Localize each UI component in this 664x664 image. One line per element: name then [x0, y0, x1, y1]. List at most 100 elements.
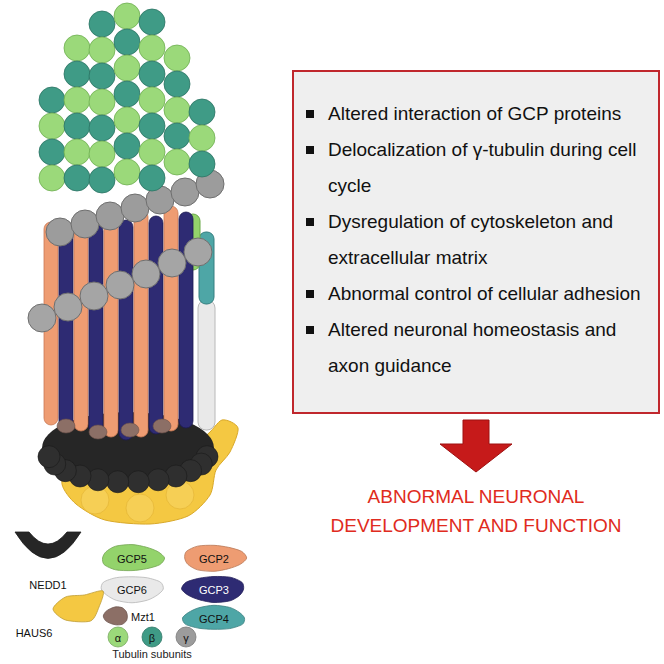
gamma-tubulin-sphere — [96, 202, 124, 230]
bullet-item: Altered interaction of GCP proteins — [328, 96, 650, 132]
alpha-tubulin-sphere — [89, 37, 115, 63]
gamma-tubulin-sphere — [46, 218, 74, 246]
label-box: ABNORMAL NEURONAL DEVELOPMENT AND FUNCTI… — [311, 482, 641, 540]
gamma-tubulin-sphere — [71, 210, 99, 238]
alpha-tubulin-sphere — [189, 125, 215, 151]
beta-tubulin-sphere — [114, 81, 140, 107]
gcp2-bar — [74, 218, 88, 431]
legend-item: GCP6 — [117, 580, 147, 598]
alpha-tubulin-sphere — [39, 113, 65, 139]
legend-swatch — [142, 627, 162, 647]
alpha-tubulin-sphere — [164, 149, 190, 175]
legend-swatch — [182, 576, 244, 602]
nedd1-texture — [147, 469, 169, 491]
alpha-tubulin-sphere — [64, 87, 90, 113]
beta-tubulin-sphere — [139, 113, 165, 139]
alpha-tubulin-sphere — [89, 141, 115, 167]
legend-item: γ — [183, 628, 189, 646]
gcp2-bar — [134, 210, 148, 437]
alpha-tubulin-sphere — [89, 89, 115, 115]
gamma-tubulin-sphere — [106, 271, 134, 299]
gcp3-bar — [149, 216, 163, 434]
nedd1-texture — [107, 471, 129, 493]
bullet-text: Altered neuronal homeostasis and axon gu… — [328, 312, 650, 384]
bullet-text: Altered interaction of GCP proteins — [328, 96, 650, 132]
legend-swatch — [103, 607, 127, 625]
nedd1-texture — [127, 471, 149, 493]
legend-swatch — [108, 627, 128, 647]
gamma-tubulin-sphere — [132, 260, 160, 288]
legend-item: GCP2 — [199, 549, 229, 567]
gamma-tubulin-sphere — [171, 178, 199, 206]
bullet-item: Dysregulation of cytoskeleton and extrac… — [328, 204, 650, 276]
beta-tubulin-sphere — [114, 133, 140, 159]
gamma-tubulin-sphere — [158, 249, 186, 277]
legend-text: GCP6 — [117, 584, 147, 596]
bullet-text: Dysregulation of cytoskeleton and extrac… — [328, 204, 650, 276]
beta-tubulin-sphere — [189, 151, 215, 177]
beta-tubulin-sphere — [39, 87, 65, 113]
beta-tubulin-sphere — [89, 167, 115, 193]
legend-swatch — [176, 627, 196, 647]
beta-tubulin-sphere — [139, 61, 165, 87]
bullet-square — [306, 110, 314, 118]
bullet-text: Delocalization of γ-tubulin during cell … — [328, 132, 650, 204]
outcome-text: ABNORMAL NEURONAL DEVELOPMENT AND FUNCTI… — [311, 482, 641, 540]
alpha-tubulin-sphere — [64, 35, 90, 61]
alpha-tubulin-sphere — [114, 159, 140, 185]
beta-tubulin-sphere — [89, 63, 115, 89]
legend-text: GCP3 — [199, 584, 229, 596]
legend-item: GCP5 — [117, 549, 147, 567]
legend-item: Mzt1 — [131, 607, 155, 625]
gamma-tubulin-sphere — [184, 238, 212, 266]
alpha-tubulin-sphere — [114, 3, 140, 29]
legend-item: HAUS6 — [16, 623, 53, 641]
haus6-texture — [126, 494, 154, 522]
alpha-tubulin-sphere — [164, 97, 190, 123]
gamma-turc-illustration — [28, 3, 238, 524]
beta-tubulin-sphere — [39, 139, 65, 165]
mzt1-shape — [153, 419, 171, 433]
mzt1-shape — [89, 425, 107, 439]
legend-text: HAUS6 — [16, 627, 53, 639]
bullet-square — [306, 218, 314, 226]
label-box: Tubulin subunits — [102, 648, 202, 661]
gamma-tubulin-sphere — [28, 304, 56, 332]
legend-text: GCP4 — [199, 613, 229, 625]
bullet-item: Abnormal control of cellular adhesion — [328, 276, 650, 312]
gamma-tubulin-sphere — [121, 194, 149, 222]
gcp2-bar — [104, 214, 118, 437]
beta-tubulin-sphere — [64, 165, 90, 191]
beta-tubulin-sphere — [164, 123, 190, 149]
legend-text: γ — [183, 632, 189, 644]
alpha-tubulin-sphere — [39, 165, 65, 191]
legend-swatches — [15, 532, 247, 647]
bullet-text: Abnormal control of cellular adhesion — [328, 276, 650, 312]
legend-text: α — [115, 632, 121, 644]
beta-tubulin-sphere — [64, 61, 90, 87]
alpha-tubulin-sphere — [139, 35, 165, 61]
alpha-tubulin-sphere — [139, 87, 165, 113]
gcp3-bar — [119, 220, 133, 440]
bullet-square — [306, 326, 314, 334]
nedd1-texture — [38, 446, 60, 468]
legend-swatch — [101, 577, 163, 603]
mzt1-shape — [121, 423, 139, 437]
alpha-tubulin-sphere — [114, 107, 140, 133]
legend-item: GCP4 — [199, 609, 229, 627]
alpha-tubulin-sphere — [114, 55, 140, 81]
legend-swatch — [53, 591, 104, 622]
bullet-item: Delocalization of γ-tubulin during cell … — [328, 132, 650, 204]
legend-text: NEDD1 — [29, 579, 66, 591]
alpha-tubulin-sphere — [64, 139, 90, 165]
legend-item: α — [115, 628, 121, 646]
bullet-square — [306, 146, 314, 154]
bullet-square — [306, 290, 314, 298]
beta-tubulin-sphere — [64, 113, 90, 139]
alpha-tubulin-sphere — [139, 139, 165, 165]
gcp3-bar — [89, 224, 103, 434]
gcp6-shape — [198, 300, 215, 430]
gcp3-bar — [59, 228, 73, 428]
legend-swatch — [15, 532, 81, 558]
